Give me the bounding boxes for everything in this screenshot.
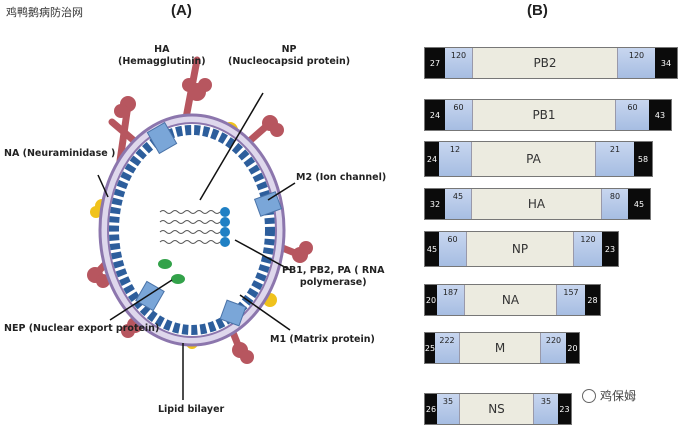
segment-bar-ha: 32 45 HA 80 45 — [424, 188, 651, 220]
segment-right-ncr: 21 — [596, 142, 634, 176]
m1-matrix — [109, 125, 275, 335]
segment-right-end: 58 — [634, 142, 652, 176]
m1-label: M1 (Matrix protein) — [270, 334, 375, 345]
segment-right-end: 20 — [566, 333, 579, 363]
segment-bar-m: 25 222 M 220 20 — [424, 332, 580, 364]
panel-b-label: (B) — [527, 2, 548, 19]
segment-name: PB2 — [472, 48, 618, 78]
polymerase-dots — [220, 207, 230, 247]
np-label: NP (Nucleocapsid protein) — [228, 44, 351, 67]
segment-name: NS — [459, 394, 534, 424]
segment-left-ncr: 60 — [439, 232, 466, 266]
segment-right-ncr: 60 — [616, 100, 649, 130]
segment-left-end: 26 — [425, 394, 437, 424]
segment-right-end: 28 — [585, 285, 600, 315]
segment-left-ncr: 187 — [437, 285, 464, 315]
na-label: NA (Neuraminidase ) — [4, 148, 116, 159]
segment-right-ncr: 80 — [602, 189, 628, 219]
segment-left-end: 24 — [425, 142, 439, 176]
segment-right-ncr: 120 — [618, 48, 655, 78]
panel-a-label: (A) — [171, 2, 192, 19]
segment-right-ncr: 120 — [574, 232, 602, 266]
segment-name: HA — [471, 189, 602, 219]
segment-left-end: 32 — [425, 189, 445, 219]
segment-right-ncr: 35 — [534, 394, 558, 424]
segment-name: PA — [471, 142, 596, 176]
segment-right-ncr: 220 — [541, 333, 566, 363]
segment-right-ncr: 157 — [557, 285, 585, 315]
m2-label: M2 (Ion channel) — [296, 172, 387, 183]
segment-left-end: 20 — [425, 285, 437, 315]
segment-name: NA — [464, 285, 557, 315]
logo-text: 鸡保姆 — [600, 389, 637, 403]
logo: 鸡保姆 — [582, 387, 636, 404]
segment-left-end: 25 — [425, 333, 435, 363]
segment-bar-pa: 24 12 PA 21 58 — [424, 141, 653, 177]
watermark: 鸡鸭鹅病防治网 — [6, 6, 83, 19]
segment-right-end: 45 — [628, 189, 650, 219]
segment-bar-ns: 26 35 NS 35 23 — [424, 393, 572, 425]
virus-diagram — [87, 56, 313, 400]
polymerase-label: PB1, PB2, PA ( RNA polymerase) — [282, 265, 385, 288]
segment-bar-np: 45 60 NP 120 23 — [424, 231, 619, 267]
ha-label: HA (Hemagglutinin) — [118, 44, 206, 67]
segment-bar-pb1: 24 60 PB1 60 43 — [424, 99, 672, 131]
segment-left-end: 24 — [425, 100, 445, 130]
segment-left-ncr: 222 — [435, 333, 459, 363]
segment-right-end: 43 — [649, 100, 671, 130]
ha-heads — [87, 78, 313, 364]
segment-left-end: 27 — [425, 48, 445, 78]
segment-name: M — [459, 333, 541, 363]
segment-bar-pb2: 27 120 PB2 120 34 — [424, 47, 678, 79]
segment-left-ncr: 60 — [445, 100, 472, 130]
segment-left-ncr: 45 — [445, 189, 471, 219]
leader-lines — [97, 92, 296, 400]
rna-strands — [159, 210, 221, 244]
segment-name: PB1 — [472, 100, 616, 130]
wechat-icon — [582, 388, 596, 403]
segment-right-end: 23 — [602, 232, 618, 266]
lipid-bilayer-label: Lipid bilayer — [158, 404, 225, 415]
m2-channels — [135, 121, 283, 327]
segment-right-end: 34 — [655, 48, 677, 78]
nep-label: NEP (Nuclear export protein) — [4, 323, 160, 334]
nep-dots — [158, 259, 185, 284]
segment-left-ncr: 12 — [439, 142, 471, 176]
segment-left-ncr: 35 — [437, 394, 459, 424]
segment-left-ncr: 120 — [445, 48, 472, 78]
segment-right-end: 23 — [558, 394, 571, 424]
segment-left-end: 45 — [425, 232, 439, 266]
segment-name: NP — [466, 232, 574, 266]
segment-bar-na: 20 187 NA 157 28 — [424, 284, 601, 316]
